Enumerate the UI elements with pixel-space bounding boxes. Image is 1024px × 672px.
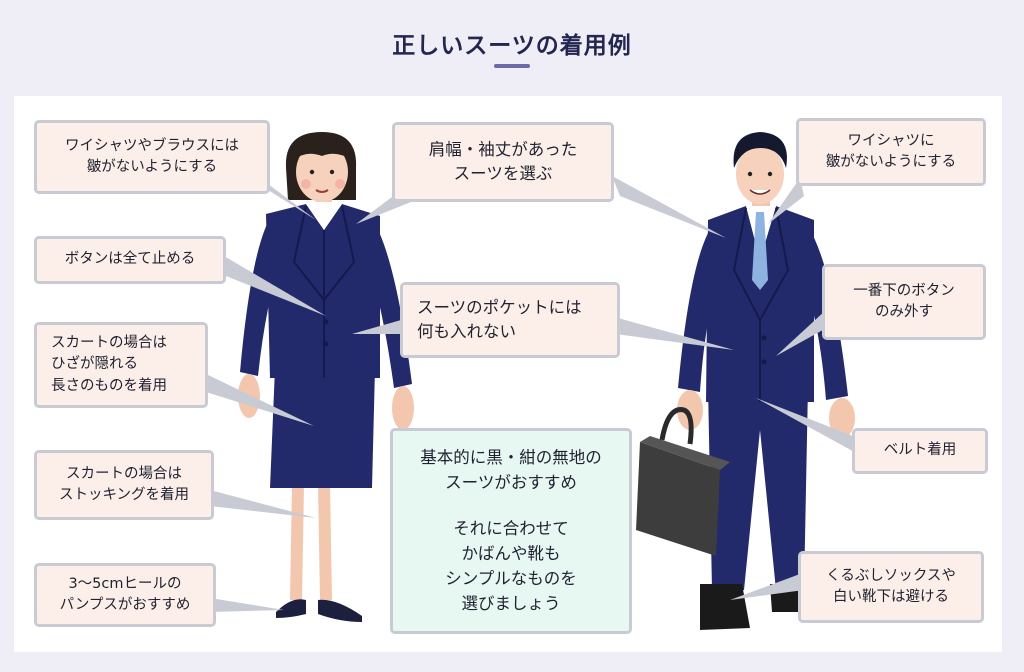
title-underline (494, 64, 530, 68)
note-heels: 3〜5cmヒールの パンプスがおすすめ (34, 563, 216, 627)
man-shoes (700, 584, 750, 630)
man-figure (636, 132, 855, 630)
summary-paragraph-2: それに合わせて かばんや靴も シンプルなものを 選びましょう (445, 519, 577, 613)
callout-pointers (206, 175, 858, 612)
note-pocket: スーツのポケットには 何も入れない (400, 282, 620, 358)
note-belt: ベルト着用 (852, 428, 988, 474)
note-stockings: スカートの場合は ストッキングを着用 (34, 450, 214, 520)
note-skirt-length: スカートの場合は ひざが隠れる 長さのものを着用 (34, 322, 208, 408)
note-shirt-wrinkle: ワイシャツに 皺がないようにする (796, 118, 986, 186)
man-jacket (706, 206, 814, 402)
summary-box: 基本的に黒・紺の無地の スーツがおすすめ それに合わせて かばんや靴も シンプル… (390, 428, 632, 634)
man-bag (636, 442, 720, 556)
man-tie (752, 212, 768, 290)
woman-figure (238, 132, 414, 622)
note-shirt-blouse: ワイシャツやブラウスには 皺がないようにする (34, 120, 270, 194)
woman-pumps (276, 599, 306, 618)
page-title: 正しいスーツの着用例 (392, 33, 632, 59)
note-socks: くるぶしソックスや 白い靴下は避ける (798, 551, 984, 623)
woman-skirt (270, 368, 375, 488)
note-buttons-all: ボタンは全て止める (34, 236, 226, 284)
man-trousers (708, 386, 808, 590)
summary-paragraph-1: 基本的に黒・紺の無地の スーツがおすすめ (420, 447, 602, 492)
note-fit: 肩幅・袖丈があった スーツを選ぶ (392, 122, 614, 202)
note-bottom-button: 一番下のボタン のみ外す (822, 264, 986, 340)
